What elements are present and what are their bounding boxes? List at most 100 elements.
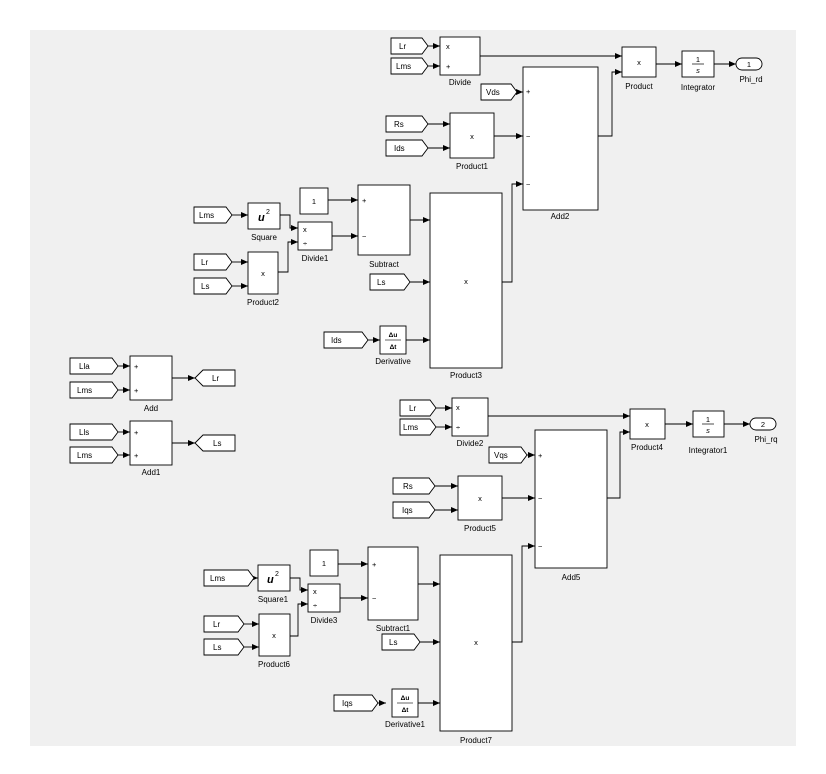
block-label: Divide3: [311, 616, 338, 625]
subtract1-block[interactable]: + − Subtract1: [367, 546, 419, 633]
from-tag-lls[interactable]: Lls: [69, 423, 119, 441]
from-tag-label: Lla: [79, 362, 90, 371]
block-label: Subtract: [369, 260, 400, 269]
block-label: Add5: [562, 573, 581, 582]
square-block[interactable]: u 2 Square: [247, 202, 281, 242]
from-tag-rs[interactable]: Rs: [385, 115, 429, 133]
block-label: Divide: [449, 78, 472, 87]
from-tag-label: Ls: [377, 278, 385, 287]
integrator-num: 1: [706, 415, 710, 424]
from-tag-lla[interactable]: Lla: [69, 357, 119, 375]
product7-block[interactable]: x Product7: [439, 554, 513, 745]
product1-block[interactable]: x Product1: [449, 112, 495, 171]
from-tag-label: Lms: [396, 62, 411, 71]
block-label: Product: [625, 82, 653, 91]
from-tag-ids-2[interactable]: Ids: [323, 331, 369, 349]
outport-number: 2: [761, 420, 765, 429]
integrator-block[interactable]: 1 s Integrator: [681, 50, 716, 92]
from-tag-vqs[interactable]: Vqs: [488, 446, 528, 464]
from-tag-lms-5[interactable]: Lms: [399, 418, 437, 436]
block-label: Product7: [460, 736, 493, 745]
from-tag-lr-4[interactable]: Lr: [203, 615, 245, 633]
port-sign: −: [538, 494, 543, 503]
square1-block[interactable]: u 2 Square1: [257, 564, 291, 604]
outport-phi-rq[interactable]: 2 Phi_rq: [749, 417, 778, 444]
goto-tag-lr[interactable]: Lr: [194, 369, 236, 387]
from-tag-label: Lms: [403, 423, 418, 432]
from-tag-label: Lr: [201, 258, 208, 267]
block-glyph: x: [470, 132, 474, 141]
port-sign: +: [134, 362, 139, 371]
from-tag-ls-4[interactable]: Ls: [381, 633, 421, 651]
from-tag-lr[interactable]: Lr: [390, 37, 429, 55]
from-tag-label: Ids: [331, 336, 342, 345]
from-tag-iqs[interactable]: Iqs: [392, 501, 436, 519]
block-label: Square1: [258, 595, 289, 604]
port-sign: −: [526, 180, 531, 189]
block-label: Subtract1: [376, 624, 411, 633]
block-label: Product2: [247, 298, 280, 307]
integrator1-block[interactable]: 1 s Integrator1: [689, 410, 728, 455]
block-label: Product4: [631, 443, 664, 452]
from-tag-iqs-2[interactable]: Iqs: [333, 694, 379, 712]
block-glyph: x: [272, 631, 276, 640]
constant-1-block[interactable]: 1: [299, 187, 329, 215]
derivative-den: Δt: [402, 707, 410, 714]
from-tag-label: Vds: [486, 88, 500, 97]
from-tag-ls[interactable]: Ls: [193, 277, 233, 295]
derivative-num: Δu: [389, 332, 398, 339]
from-tag-label: Lms: [77, 451, 92, 460]
product2-block[interactable]: x Product2: [247, 251, 280, 307]
product6-block[interactable]: x Product6: [258, 613, 291, 669]
block-glyph: x: [645, 420, 649, 429]
derivative1-block[interactable]: Δu Δt Derivative1: [385, 688, 426, 729]
from-tag-lms-3[interactable]: Lms: [69, 381, 119, 399]
from-tag-lr-2[interactable]: Lr: [193, 253, 233, 271]
add1-block[interactable]: + + Add1: [129, 420, 173, 477]
integrator-den: s: [696, 66, 700, 75]
divide3-block[interactable]: x ÷ Divide3: [307, 583, 341, 625]
block-label: Add2: [551, 212, 570, 221]
port-sign: ÷: [456, 423, 460, 432]
divide2-block[interactable]: x ÷ Divide2: [451, 397, 489, 448]
goto-tag-ls[interactable]: Ls: [194, 434, 236, 452]
add-block[interactable]: + + Add: [129, 355, 173, 413]
from-tag-lms-2[interactable]: Lms: [193, 206, 233, 224]
derivative-block[interactable]: Δu Δt Derivative: [375, 325, 411, 366]
subtract-block[interactable]: + − Subtract: [357, 184, 411, 269]
port-sign: −: [526, 132, 531, 141]
constant-1-block-2[interactable]: 1: [309, 549, 339, 577]
block-label: Add: [144, 404, 158, 413]
block-glyph: x: [464, 277, 468, 286]
add5-block[interactable]: + − − Add5: [534, 429, 608, 582]
product-block[interactable]: x Product: [621, 46, 657, 91]
from-tag-lms[interactable]: Lms: [390, 57, 429, 75]
from-tag-ls-3[interactable]: Ls: [203, 638, 245, 656]
outport-phi-rd[interactable]: 1 Phi_rd: [735, 57, 763, 84]
port-sign: +: [134, 451, 139, 460]
from-tag-lms-6[interactable]: Lms: [203, 569, 255, 587]
port-sign: −: [538, 542, 543, 551]
add2-block[interactable]: + − − Add2: [522, 66, 599, 221]
square-exponent: 2: [266, 209, 270, 216]
derivative-den: Δt: [390, 344, 398, 351]
product4-block[interactable]: x Product4: [629, 408, 666, 452]
divide-block[interactable]: x + Divide: [439, 36, 481, 87]
from-tag-label: Ids: [394, 144, 405, 153]
from-tag-vds[interactable]: Vds: [480, 83, 518, 101]
from-tag-label: Iqs: [342, 699, 353, 708]
product3-block[interactable]: x Product3: [429, 192, 503, 380]
port-sign: +: [362, 196, 367, 205]
from-tag-ls-2[interactable]: Ls: [369, 273, 411, 291]
from-tag-ids[interactable]: Ids: [385, 139, 429, 157]
port-sign: x: [313, 587, 317, 596]
from-tag-rs-2[interactable]: Rs: [392, 477, 436, 495]
from-tag-lr-3[interactable]: Lr: [399, 399, 437, 417]
port-sign: +: [134, 428, 139, 437]
block-label: Phi_rq: [754, 435, 777, 444]
block-label: Integrator: [681, 83, 716, 92]
product5-block[interactable]: x Product5: [457, 475, 503, 533]
divide1-block[interactable]: x ÷ Divide1: [297, 221, 333, 263]
block-label: Add1: [142, 468, 161, 477]
from-tag-lms-4[interactable]: Lms: [69, 446, 119, 464]
